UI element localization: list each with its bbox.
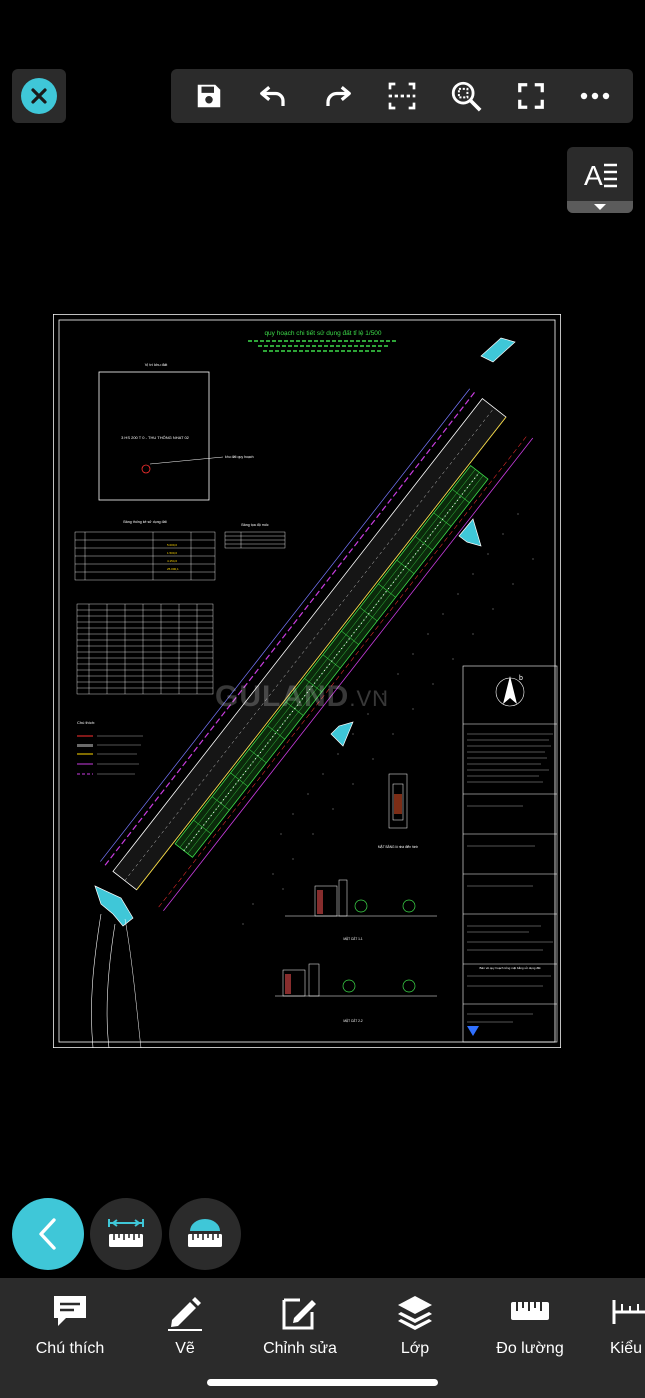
crop-button[interactable] [378, 72, 426, 120]
svg-text:khu đất quy hoạch: khu đất quy hoạch [225, 455, 254, 459]
table2-title: Bảng tọa độ mốc [241, 523, 268, 527]
stamp-text: Bản vẽ quy hoạch tổng mặt bằng sử dụng đ… [480, 965, 541, 970]
nav-measure-label: Đo lường [496, 1340, 564, 1357]
svg-text:A: A [584, 160, 603, 191]
edit-icon [282, 1298, 316, 1330]
watermark: GULAND.VN [215, 680, 390, 713]
nav-style-label: Kiểu [610, 1340, 643, 1357]
cad-drawing[interactable]: quy hoạch chi tiết sử dụng đất tỉ lệ 1/5… [53, 314, 561, 1048]
nav-measure[interactable]: Đo lường [475, 1294, 585, 1364]
location-label: Vị trí khu đất [145, 362, 168, 367]
crop-icon [388, 82, 416, 110]
undo-icon [260, 86, 286, 106]
nav-annotation[interactable]: Chú thích [15, 1294, 125, 1364]
undo-button[interactable] [249, 72, 297, 120]
section-2-label: MẶT CẮT 2-2 [343, 1018, 363, 1023]
measure-length-button[interactable] [90, 1198, 162, 1270]
close-button[interactable] [12, 69, 66, 123]
expand-tab[interactable] [567, 201, 633, 213]
svg-text:25.000,1: 25.000,1 [167, 567, 179, 571]
svg-text:5.000,0: 5.000,0 [167, 543, 177, 547]
zoom-fit-icon [452, 81, 482, 112]
svg-text:4.154,6: 4.154,6 [167, 559, 177, 563]
drawing-title: quy hoạch chi tiết sử dụng đất tỉ lệ 1/5… [264, 328, 381, 337]
home-indicator [207, 1379, 438, 1386]
ruler-length-icon [108, 1219, 144, 1247]
zoom-fit-button[interactable] [442, 72, 490, 120]
pencil-icon [168, 1297, 202, 1331]
nav-layers[interactable]: Lớp [360, 1294, 470, 1364]
nav-style[interactable]: Kiểu [590, 1294, 645, 1364]
location-box-text: 3 HS 200 T 0 - THU THÔNG NHAT 02 [121, 435, 190, 440]
top-toolbar [171, 69, 633, 123]
nav-annotation-label: Chú thích [35, 1340, 105, 1357]
save-button[interactable] [185, 72, 233, 120]
save-icon [197, 84, 221, 108]
redo-button[interactable] [314, 72, 362, 120]
nav-draw[interactable]: Vẽ [130, 1294, 240, 1364]
nav-edit[interactable]: Chỉnh sửa [245, 1294, 355, 1364]
back-button[interactable] [12, 1198, 84, 1270]
notes-title: Chú thích: [77, 720, 95, 725]
nav-edit-label: Chỉnh sửa [263, 1340, 337, 1357]
table1-title: Bảng thống kê sử dụng đất [123, 520, 166, 524]
chevron-left-icon [39, 1218, 56, 1250]
fullscreen-button[interactable] [507, 72, 555, 120]
bottom-nav: Chú thích Vẽ Chỉnh sửa Lớp Đo lường Kiểu [0, 1278, 645, 1398]
chevron-down-icon [594, 204, 606, 210]
svg-text:b: b [519, 675, 523, 682]
measure-area-button[interactable] [169, 1198, 241, 1270]
layers-icon [398, 1296, 432, 1330]
redo-icon [326, 86, 351, 106]
fullscreen-icon [517, 83, 544, 109]
more-button[interactable] [571, 72, 619, 120]
nav-draw-label: Vẽ [175, 1340, 195, 1357]
text-display-toggle[interactable]: A [567, 147, 633, 213]
section-plan-label: MẶT BẰNG lô nhà điển hình [378, 844, 418, 849]
section-1-label: MẶT CẮT 1-1 [343, 936, 363, 941]
style-icon [612, 1300, 645, 1324]
text-format-icon: A [584, 160, 617, 191]
close-icon [21, 78, 57, 114]
svg-text:1.500,0: 1.500,0 [167, 551, 177, 555]
comment-icon [54, 1296, 86, 1326]
more-icon [580, 92, 610, 100]
ruler-area-icon [188, 1219, 222, 1247]
ruler-icon [511, 1302, 549, 1320]
nav-layers-label: Lớp [400, 1340, 430, 1357]
